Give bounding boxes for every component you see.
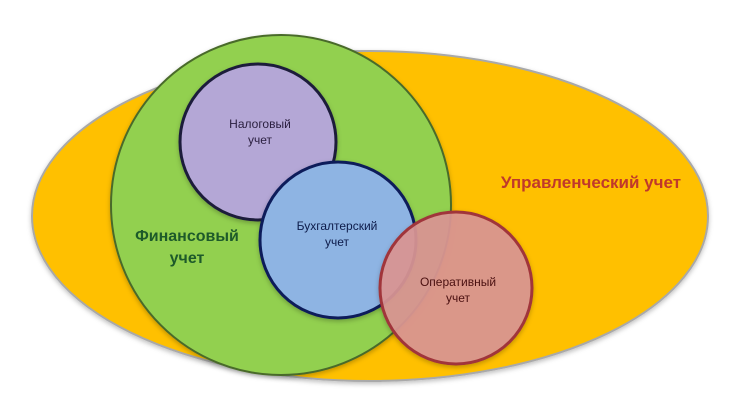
tax-accounting-label-line2: учет [247, 133, 273, 148]
bookkeeping-label-line2: учет [324, 235, 350, 250]
management-accounting-label-line1: Управленческий учет [500, 173, 682, 192]
operational-accounting-label-line2: учет [445, 291, 471, 306]
bookkeeping-label-line1: Бухгалтерский [296, 219, 378, 233]
financial-accounting-label: Финансовый учет [122, 226, 252, 269]
operational-accounting-label: Оперативный учет [398, 274, 518, 306]
management-accounting-label: Управленческий учет [476, 172, 706, 195]
operational-accounting-circle [378, 210, 534, 366]
financial-accounting-label-line2: учет [169, 249, 205, 267]
financial-accounting-label-line1: Финансовый [135, 228, 239, 245]
tax-accounting-label-line1: Налоговый [229, 117, 291, 131]
tax-accounting-label: Налоговый учет [200, 116, 320, 148]
bookkeeping-label: Бухгалтерский учет [272, 218, 402, 250]
operational-accounting-label-line1: Оперативный [419, 275, 497, 289]
